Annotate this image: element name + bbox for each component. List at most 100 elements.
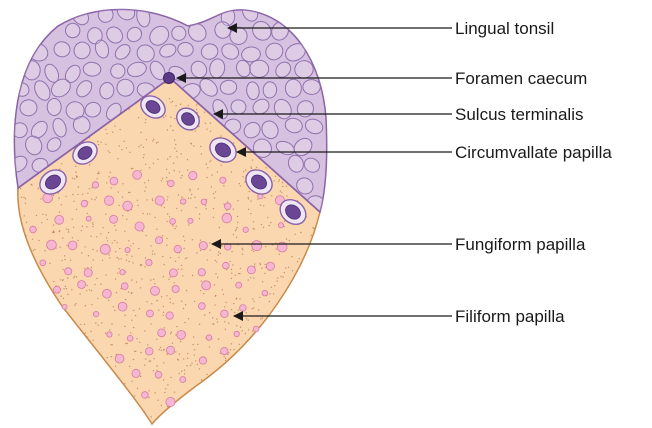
filiform-dot bbox=[21, 197, 22, 198]
filiform-dot bbox=[190, 365, 191, 366]
filiform-dot bbox=[78, 186, 79, 187]
fungiform-papilla bbox=[222, 213, 232, 223]
fungiform-papilla bbox=[54, 286, 61, 293]
filiform-dot bbox=[236, 298, 237, 299]
filiform-dot bbox=[231, 251, 232, 252]
filiform-dot bbox=[250, 213, 251, 214]
filiform-dot bbox=[129, 152, 130, 153]
fungiform-papilla bbox=[236, 282, 242, 288]
fungiform-papilla bbox=[170, 219, 176, 225]
fungiform-papilla bbox=[103, 289, 112, 298]
filiform-dot bbox=[73, 227, 74, 228]
filiform-dot bbox=[170, 257, 171, 258]
fungiform-papilla bbox=[92, 182, 98, 188]
filiform-dot bbox=[297, 261, 298, 262]
filiform-dot bbox=[246, 312, 247, 313]
filiform-dot bbox=[286, 195, 287, 196]
filiform-dot bbox=[270, 222, 271, 223]
filiform-dot bbox=[209, 242, 210, 243]
filiform-dot bbox=[273, 180, 274, 181]
filiform-dot bbox=[59, 247, 60, 248]
filiform-dot bbox=[221, 245, 222, 246]
filiform-dot bbox=[144, 364, 145, 365]
filiform-dot bbox=[121, 149, 122, 150]
fungiform-papilla bbox=[223, 262, 230, 269]
fungiform-papilla bbox=[47, 240, 57, 250]
filiform-dot bbox=[258, 309, 259, 310]
filiform-dot bbox=[161, 205, 162, 206]
filiform-dot bbox=[181, 301, 182, 302]
filiform-dot bbox=[210, 160, 211, 161]
filiform-dot bbox=[100, 142, 101, 143]
filiform-dot bbox=[196, 109, 197, 110]
filiform-dot bbox=[181, 269, 182, 270]
filiform-dot bbox=[61, 163, 62, 164]
filiform-dot bbox=[154, 358, 155, 359]
filiform-dot bbox=[189, 189, 190, 190]
filiform-dot bbox=[159, 349, 160, 350]
filiform-dot bbox=[76, 276, 77, 277]
filiform-dot bbox=[237, 222, 238, 223]
filiform-dot bbox=[91, 290, 92, 291]
filiform-dot bbox=[265, 246, 266, 247]
fungiform-papilla bbox=[155, 237, 162, 244]
fungiform-papilla bbox=[146, 310, 153, 317]
filiform-dot bbox=[131, 292, 132, 293]
filiform-dot bbox=[284, 272, 285, 273]
filiform-dot bbox=[284, 221, 285, 222]
fungiform-papilla bbox=[174, 245, 181, 252]
filiform-dot bbox=[152, 140, 153, 141]
filiform-dot bbox=[81, 252, 82, 253]
filiform-dot bbox=[140, 352, 141, 353]
filiform-dot bbox=[118, 205, 119, 206]
filiform-dot bbox=[186, 290, 187, 291]
filiform-dot bbox=[216, 318, 217, 319]
filiform-dot bbox=[53, 230, 54, 231]
filiform-dot bbox=[87, 285, 88, 286]
filiform-dot bbox=[68, 231, 69, 232]
filiform-dot bbox=[182, 175, 183, 176]
filiform-dot bbox=[210, 250, 211, 251]
fungiform-papilla bbox=[181, 199, 186, 204]
filiform-dot bbox=[41, 222, 42, 223]
filiform-dot bbox=[117, 273, 118, 274]
fungiform-papilla bbox=[202, 281, 211, 290]
fungiform-papilla bbox=[155, 371, 162, 378]
filiform-dot bbox=[167, 196, 168, 197]
filiform-dot bbox=[280, 190, 281, 191]
fungiform-papilla bbox=[221, 347, 228, 354]
filiform-dot bbox=[288, 267, 289, 268]
filiform-dot bbox=[223, 294, 224, 295]
filiform-dot bbox=[192, 344, 193, 345]
filiform-dot bbox=[198, 188, 199, 189]
filiform-dot bbox=[190, 198, 191, 199]
filiform-dot bbox=[108, 300, 109, 301]
filiform-dot bbox=[171, 331, 172, 332]
filiform-dot bbox=[181, 370, 182, 371]
filiform-dot bbox=[233, 234, 234, 235]
filiform-dot bbox=[175, 351, 176, 352]
filiform-dot bbox=[115, 229, 116, 230]
filiform-dot bbox=[91, 267, 92, 268]
filiform-dot bbox=[133, 359, 134, 360]
filiform-dot bbox=[140, 376, 141, 377]
filiform-dot bbox=[111, 356, 112, 357]
filiform-dot bbox=[176, 208, 177, 209]
fungiform-papilla bbox=[234, 331, 239, 336]
fungiform-papilla bbox=[158, 329, 166, 337]
filiform-dot bbox=[109, 152, 110, 153]
filiform-dot bbox=[236, 325, 237, 326]
filiform-dot bbox=[74, 305, 75, 306]
filiform-dot bbox=[89, 289, 90, 290]
filiform-dot bbox=[117, 158, 118, 159]
filiform-dot bbox=[65, 286, 66, 287]
filiform-dot bbox=[231, 273, 232, 274]
filiform-dot bbox=[156, 229, 157, 230]
filiform-dot bbox=[161, 350, 162, 351]
filiform-dot bbox=[151, 416, 152, 417]
filiform-dot bbox=[133, 327, 134, 328]
filiform-dot bbox=[231, 309, 232, 310]
filiform-dot bbox=[169, 172, 170, 173]
filiform-dot bbox=[170, 102, 171, 103]
